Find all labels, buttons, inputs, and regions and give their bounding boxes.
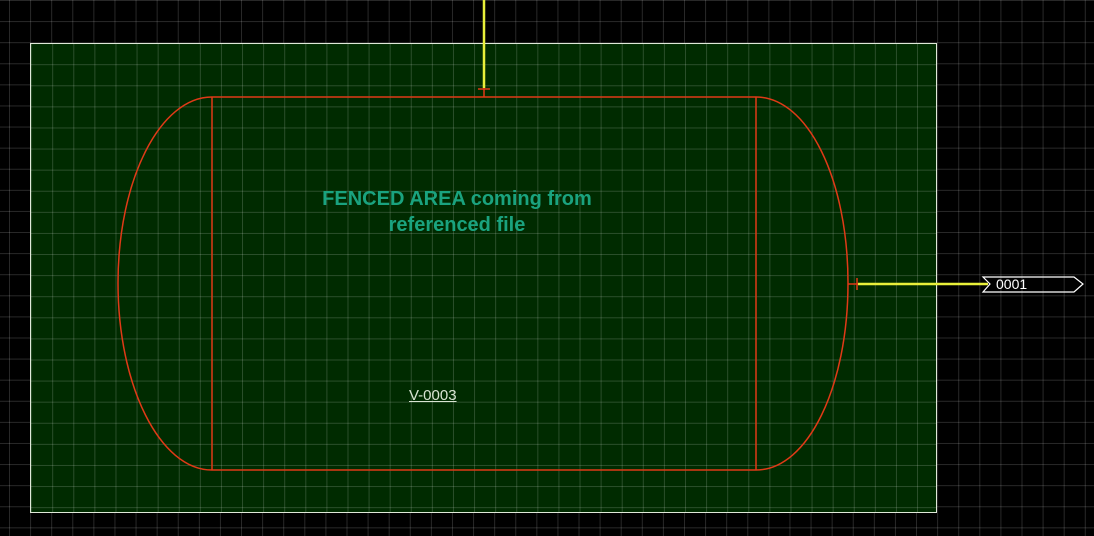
vessel-outline[interactable] <box>117 96 849 471</box>
fenced-area-note-line1: FENCED AREA coming from <box>322 188 592 210</box>
fenced-area[interactable] <box>30 43 937 513</box>
offpage-connector-shape[interactable] <box>981 276 1084 293</box>
offpage-connector-label[interactable]: 0001 <box>996 276 1028 292</box>
top-nozzle[interactable] <box>478 88 490 97</box>
horizontal-vessel[interactable] <box>117 96 849 471</box>
vessel-tag-label[interactable]: V-0003 <box>409 387 457 404</box>
fenced-area-note: FENCED AREA coming from referenced file <box>257 186 657 238</box>
fenced-area-note-line2: referenced file <box>388 214 526 236</box>
right-nozzle[interactable] <box>848 278 858 290</box>
